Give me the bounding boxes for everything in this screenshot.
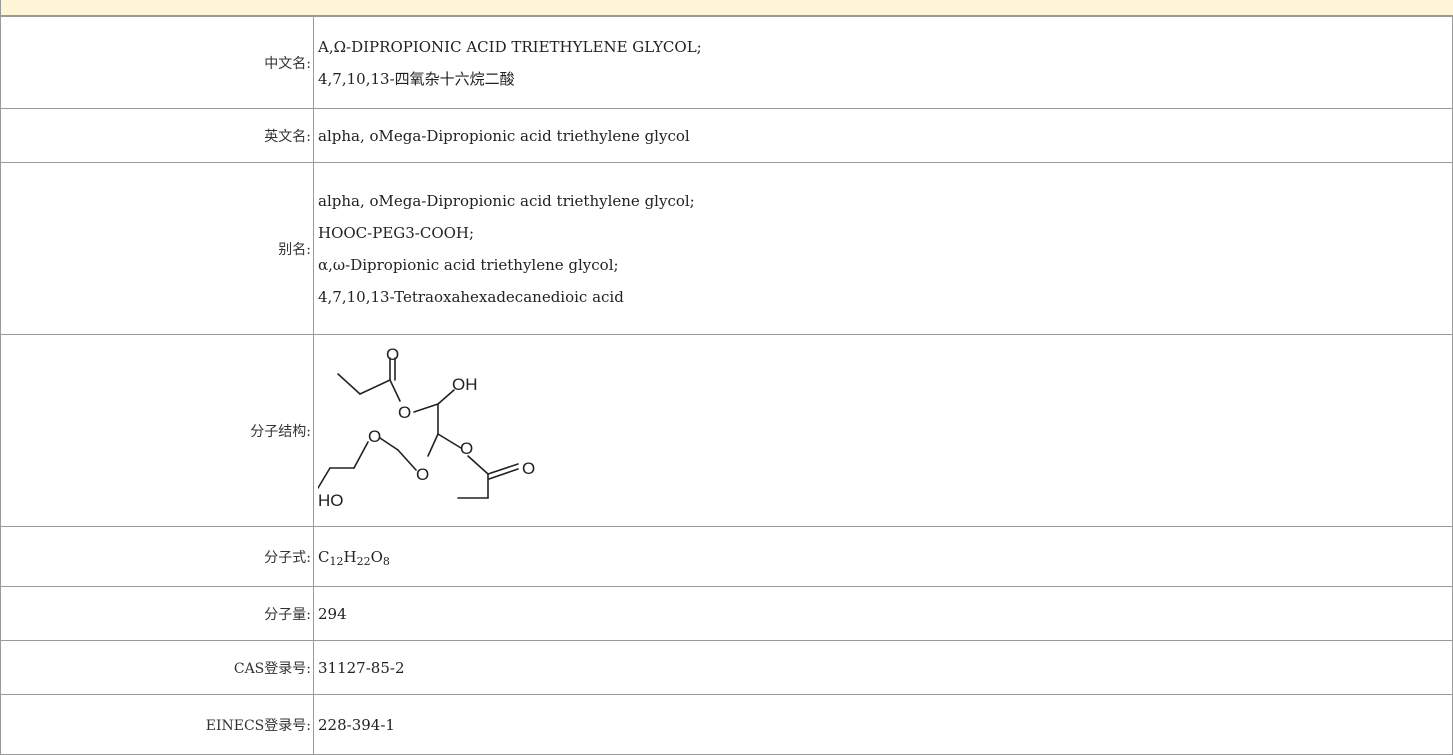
chinese-name-line: Α,Ω-DIPROPIONIC ACID TRIETHYLENE GLYCOL; [318, 37, 702, 56]
alias-line: HOOC-PEG3-COOH; [318, 223, 475, 242]
aliases-label: 别名: [0, 162, 314, 335]
chinese-name-line: 4,7,10,13-四氧杂十六烷二酸 [318, 69, 515, 88]
formula-oxygen: O [370, 547, 383, 566]
atom-label: O [460, 439, 473, 458]
atom-label: O [368, 427, 381, 446]
formula-label: 分子式: [0, 526, 314, 587]
atom-label: O [386, 346, 399, 364]
english-name-label: 英文名: [0, 108, 314, 163]
table-row: CAS登录号: 31127-85-2 [0, 640, 1453, 695]
table-row: 分子量: 294 [0, 586, 1453, 641]
cas-number-label: CAS登录号: [0, 640, 314, 695]
formula-hydrogen-count: 22 [356, 554, 371, 568]
molecular-weight-value: 294 [313, 586, 1453, 641]
table-row: 中文名: Α,Ω-DIPROPIONIC ACID TRIETHYLENE GL… [0, 16, 1453, 109]
table-row: 别名: alpha, oMega-Dipropionic acid trieth… [0, 162, 1453, 335]
atom-label: HO [318, 491, 344, 510]
cas-number-value: 31127-85-2 [313, 640, 1453, 695]
aliases-value: alpha, oMega-Dipropionic acid triethylen… [313, 162, 1453, 335]
atom-label: O [522, 459, 535, 478]
table-row: 分子式: C12H22O8 [0, 526, 1453, 587]
english-name-value: alpha, oMega-Dipropionic acid triethylen… [313, 108, 1453, 163]
alias-line: α,ω-Dipropionic acid triethylene glycol; [318, 255, 619, 274]
structure-cell: O OH O O O O O HO [313, 334, 1453, 527]
atom-label: O [416, 465, 429, 484]
table-row: 英文名: alpha, oMega-Dipropionic acid triet… [0, 108, 1453, 163]
chinese-name-value: Α,Ω-DIPROPIONIC ACID TRIETHYLENE GLYCOL;… [313, 16, 1453, 109]
formula-hydrogen: H [343, 547, 357, 566]
einecs-number-label: EINECS登录号: [0, 694, 314, 755]
molecular-structure-image: O OH O O O O O HO [318, 346, 535, 510]
einecs-number-value: 228-394-1 [313, 694, 1453, 755]
compound-info-table: 中文名: Α,Ω-DIPROPIONIC ACID TRIETHYLENE GL… [0, 16, 1453, 755]
chinese-name-label: 中文名: [0, 16, 314, 109]
atom-label: OH [452, 375, 478, 394]
formula-value: C12H22O8 [313, 526, 1453, 587]
formula-oxygen-count: 8 [382, 554, 390, 568]
formula-carbon: C [318, 547, 330, 566]
atom-label: O [398, 403, 411, 422]
section-header-strip [0, 0, 1453, 16]
formula-carbon-count: 12 [329, 554, 344, 568]
alias-line: alpha, oMega-Dipropionic acid triethylen… [318, 191, 695, 210]
table-row: 分子结构: [0, 334, 1453, 527]
molecular-weight-label: 分子量: [0, 586, 314, 641]
table-row: EINECS登录号: 228-394-1 [0, 694, 1453, 755]
alias-line: 4,7,10,13-Tetraoxahexadecanedioic acid [318, 287, 624, 306]
structure-label: 分子结构: [0, 334, 314, 527]
